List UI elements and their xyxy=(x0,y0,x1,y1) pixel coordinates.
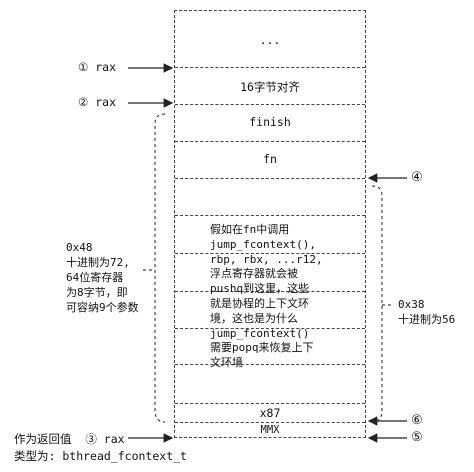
note-line: 境，这也是为什么 xyxy=(210,311,298,325)
size-line: 0x38 xyxy=(398,298,425,311)
cell-align16: 16字节对齐 xyxy=(240,80,300,94)
note-line: jump_fcontext(), xyxy=(210,237,316,251)
bracket-right xyxy=(371,185,383,423)
size-line: 可容纳9个参数 xyxy=(66,301,139,314)
label-rax2: ② rax xyxy=(78,95,117,109)
row-divider xyxy=(175,253,365,254)
cell-x87: x87 xyxy=(259,406,281,420)
cell-mmx: MMX xyxy=(260,424,280,436)
row-divider xyxy=(175,67,365,68)
row-divider xyxy=(175,328,365,329)
size-line: 十进制为56 xyxy=(398,313,456,326)
row-divider xyxy=(175,178,365,179)
note-line: jump_fcontext() xyxy=(210,326,310,340)
note-line: pushq到这里，这些 xyxy=(210,282,310,296)
label-return-type: 类型为: bthread_fcontext_t xyxy=(14,449,187,463)
row-divider xyxy=(175,141,365,142)
size-note-right: 0x38 十进制为56 xyxy=(398,297,474,327)
label-return: 作为返回值 ③ rax xyxy=(14,432,125,446)
cell-fn: fn xyxy=(263,152,277,166)
size-line: 为8字节，即 xyxy=(66,286,128,299)
row-divider xyxy=(175,291,365,292)
size-line: 64位寄存器 xyxy=(66,271,124,284)
marker-4: ④ xyxy=(411,170,423,185)
note-line: 文环境 xyxy=(210,356,243,370)
size-note-left: 0x48 十进制为72, 64位寄存器 为8字节，即 可容纳9个参数 xyxy=(66,240,156,315)
row-divider xyxy=(175,422,365,423)
label-rax1: ① rax xyxy=(78,60,117,74)
row-divider xyxy=(175,403,365,404)
note-line: 就是协程的上下文环 xyxy=(210,296,309,310)
note-line: 假如在fn中调用 xyxy=(210,223,290,236)
size-line: 十进制为72, xyxy=(66,256,130,269)
bracket-left xyxy=(154,113,166,423)
note-line: 需要popq来恢复上下 xyxy=(210,341,314,355)
marker-6: ⑥ xyxy=(411,413,423,428)
size-line: 0x48 xyxy=(66,241,93,254)
marker-5: ⑤ xyxy=(411,430,423,445)
row-divider xyxy=(175,364,365,365)
note-line: 浮点寄存器就会被 xyxy=(210,267,298,281)
note-line: rbp, rbx, ...r12, xyxy=(210,252,323,266)
cell-finish: finish xyxy=(249,115,291,129)
cell-ellipsis: ... xyxy=(259,33,281,47)
row-divider xyxy=(175,215,365,216)
context-note: 假如在fn中调用 jump_fcontext(), rbp, rbx, ...r… xyxy=(210,223,370,371)
stack-frame: ... 16字节对齐 finish fn x87 MMX xyxy=(174,10,366,438)
row-divider xyxy=(175,104,365,105)
